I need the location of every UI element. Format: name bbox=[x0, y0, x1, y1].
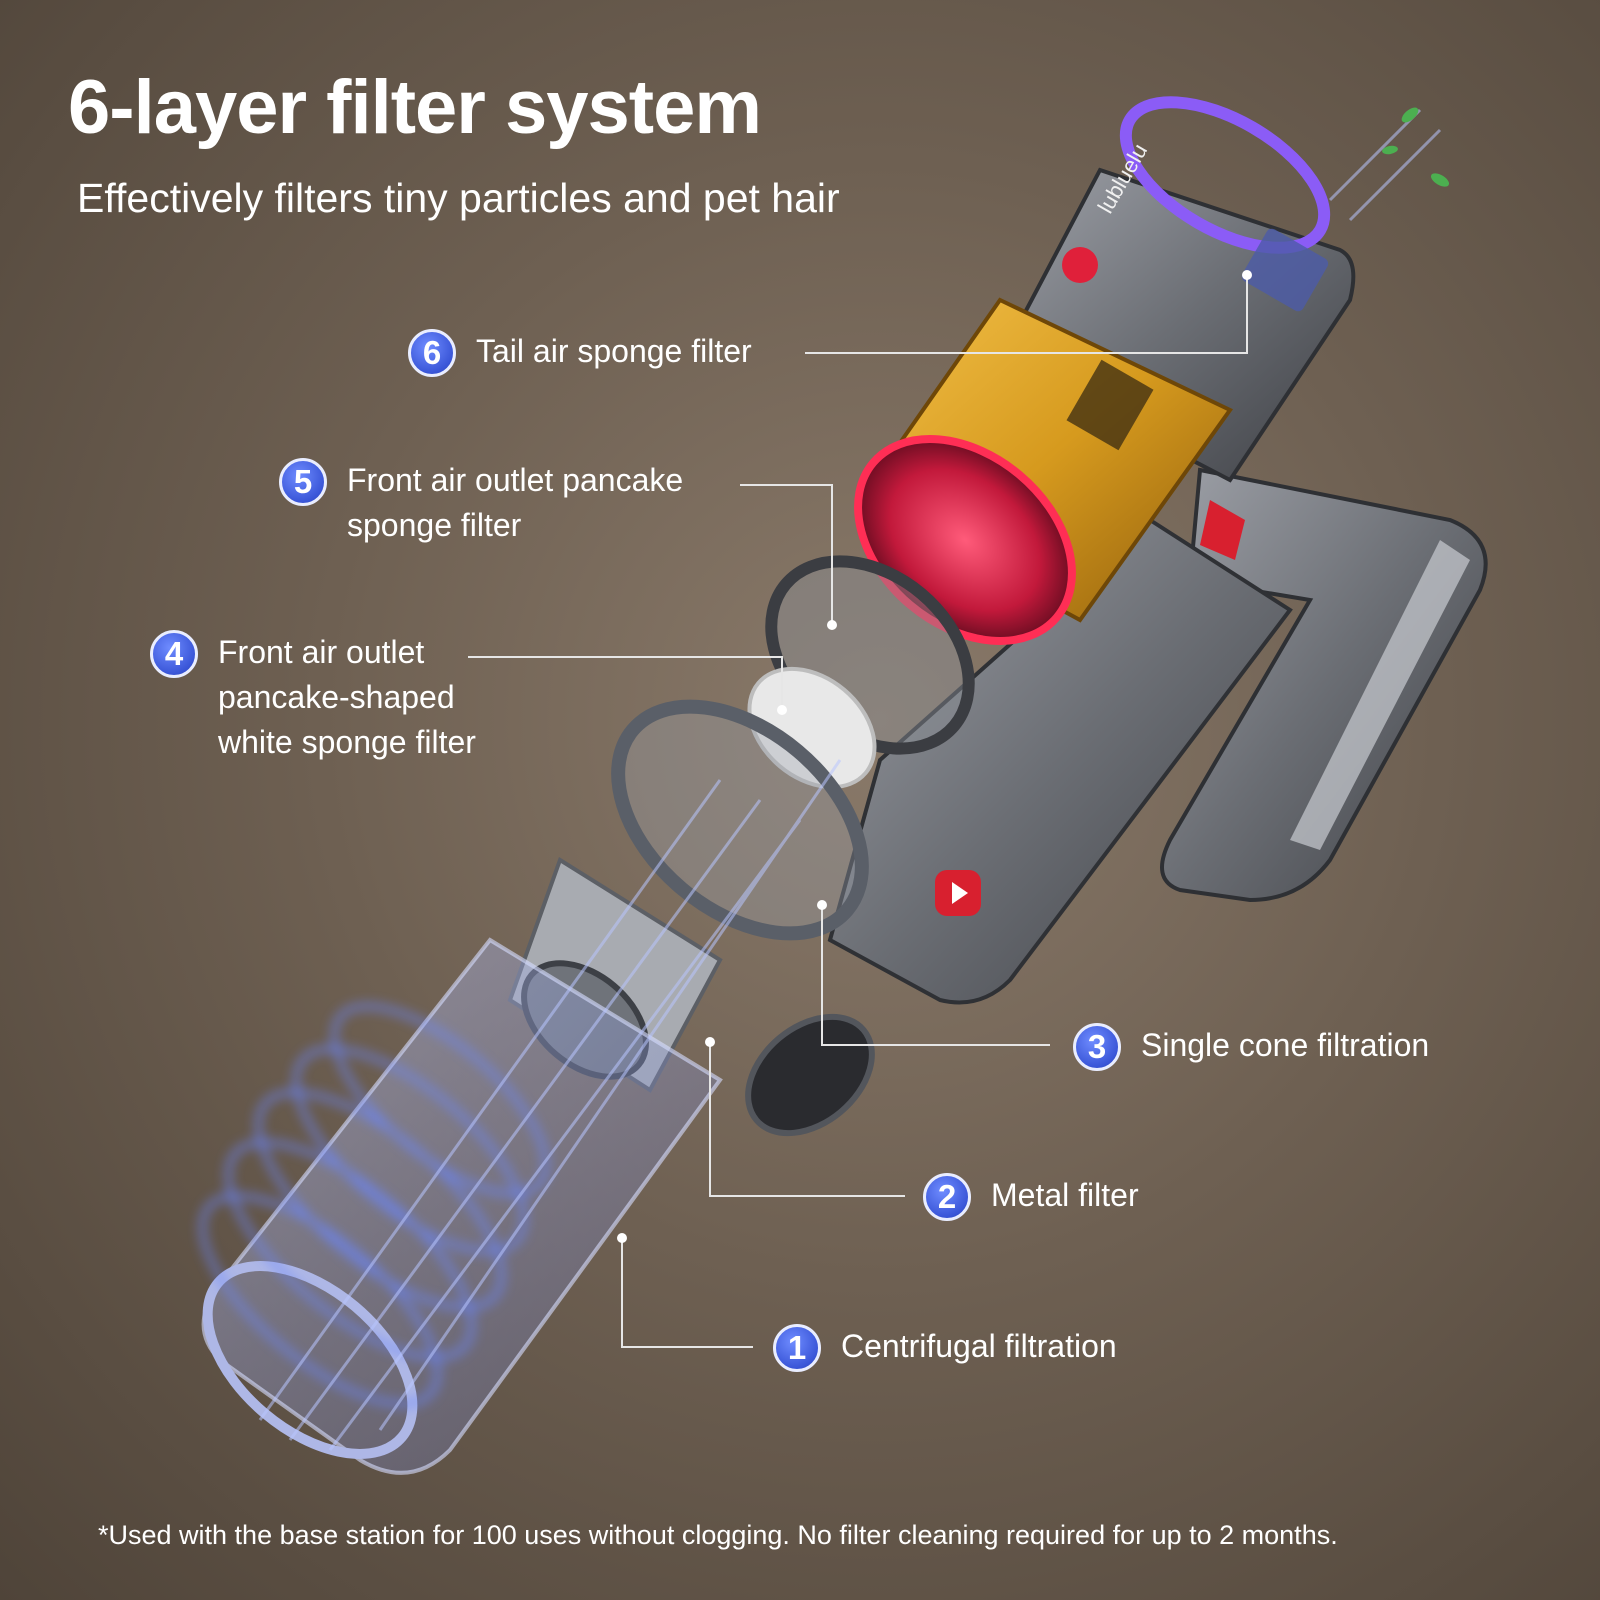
callout-4: 4 Front air outlet pancake-shaped white … bbox=[150, 630, 476, 765]
callout-number-badge: 3 bbox=[1073, 1023, 1121, 1071]
callout-label-line: sponge filter bbox=[347, 507, 522, 543]
callout-label: Front air outlet pancake sponge filter bbox=[347, 458, 683, 548]
footnote: *Used with the base station for 100 uses… bbox=[98, 1520, 1338, 1550]
leader-lines bbox=[468, 275, 1248, 1348]
callout-1: 1 Centrifugal filtration bbox=[773, 1324, 1117, 1372]
callout-number-badge: 2 bbox=[923, 1173, 971, 1221]
callout-label: Single cone filtration bbox=[1141, 1027, 1430, 1063]
callout-6: 6 Tail air sponge filter bbox=[408, 329, 752, 377]
callout-number-badge: 1 bbox=[773, 1324, 821, 1372]
airflow-streaks bbox=[258, 108, 1442, 1451]
callout-label-line: Front air outlet bbox=[218, 634, 425, 670]
page-title: 6-layer filter system bbox=[68, 65, 762, 150]
callout-number-badge: 6 bbox=[408, 329, 456, 377]
callout-2: 2 Metal filter bbox=[923, 1173, 1139, 1221]
callout-label: Centrifugal filtration bbox=[841, 1328, 1117, 1364]
airflow-swirl bbox=[199, 1003, 549, 1407]
callout-5: 5 Front air outlet pancake sponge filter bbox=[279, 458, 683, 548]
callout-3: 3 Single cone filtration bbox=[1073, 1023, 1429, 1071]
callout-label-line: pancake-shaped bbox=[218, 679, 455, 715]
leader-dots bbox=[617, 270, 1252, 1243]
leaf-icons bbox=[1382, 107, 1450, 187]
callout-number-badge: 4 bbox=[150, 630, 198, 678]
callout-label: Metal filter bbox=[991, 1177, 1139, 1213]
callout-number-badge: 5 bbox=[279, 458, 327, 506]
callout-label-line: Front air outlet pancake bbox=[347, 462, 684, 498]
page-subtitle: Effectively filters tiny particles and p… bbox=[77, 175, 840, 221]
callout-label: Front air outlet pancake-shaped white sp… bbox=[218, 630, 476, 765]
callout-label: Tail air sponge filter bbox=[476, 333, 752, 369]
callout-label-line: white sponge filter bbox=[218, 724, 476, 760]
